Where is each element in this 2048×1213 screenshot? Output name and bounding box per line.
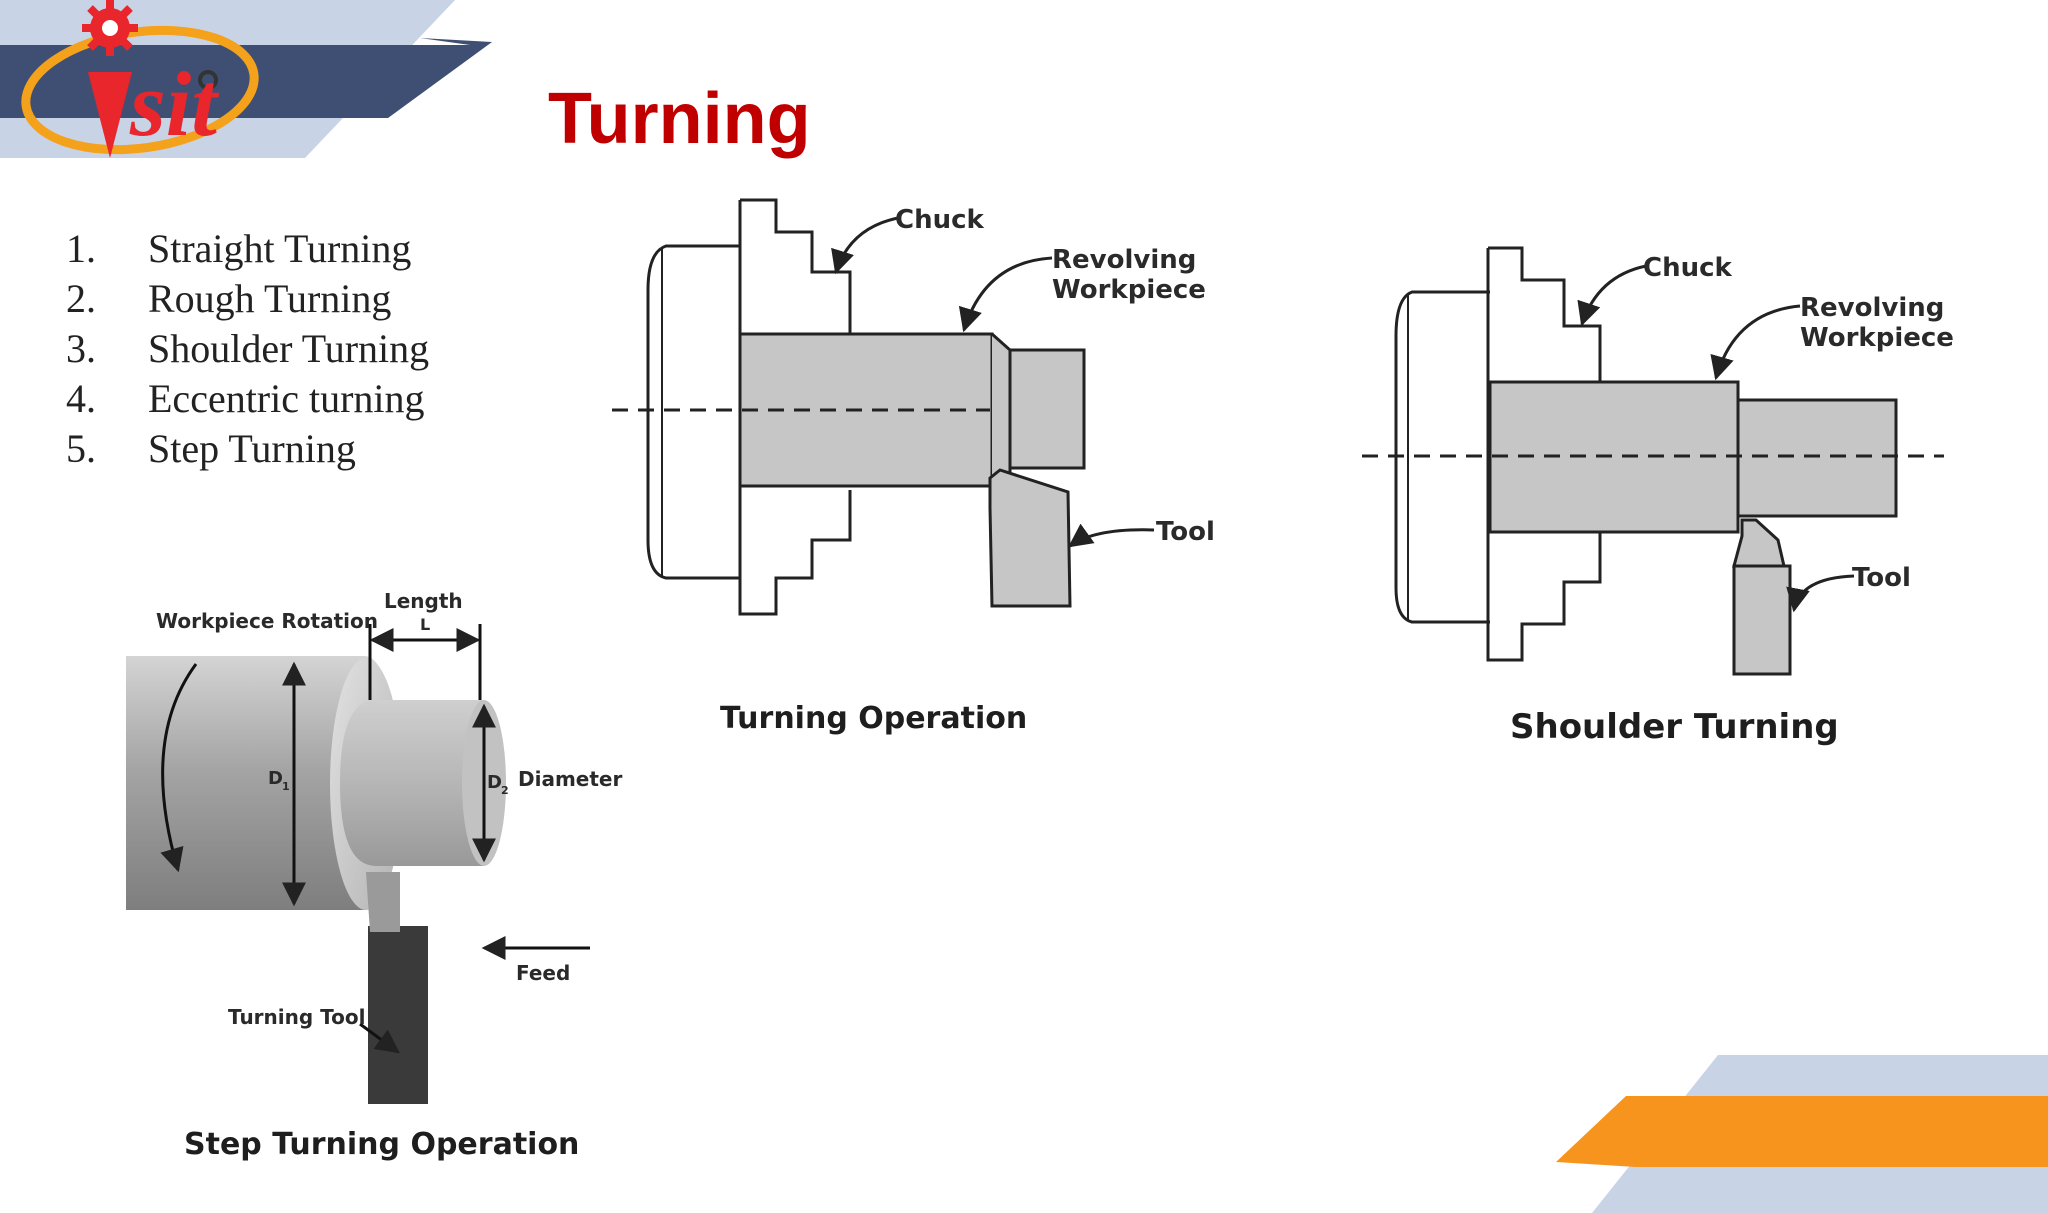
list-number: 3. — [66, 326, 96, 371]
turning-types-list: 1. Straight Turning 2. Rough Turning 3. Sho… — [66, 224, 429, 474]
list-item: 5. Step Turning — [66, 424, 429, 474]
step-rotation-label: Workpiece Rotation — [156, 609, 378, 633]
step-turning-diagram — [126, 624, 590, 1104]
shoulder-caption: Shoulder Turning — [1510, 707, 1839, 747]
list-text: Eccentric turning — [148, 376, 425, 421]
shoulder-workpiece-label-1: Revolving — [1800, 293, 1944, 323]
turning-chuck-label: Chuck — [895, 205, 985, 235]
page-title: Turning — [548, 79, 811, 159]
list-item: 4. Eccentric turning — [66, 374, 429, 424]
step-d2-sub: 2 — [501, 784, 509, 797]
logo-wordmark: sit — [130, 53, 217, 155]
shoulder-chuck-label: Chuck — [1643, 253, 1733, 283]
step-diameter-label: Diameter — [518, 767, 622, 791]
list-item: 2. Rough Turning — [66, 274, 429, 324]
turning-caption: Turning Operation — [720, 701, 1027, 736]
step-feed-label: Feed — [516, 961, 570, 985]
step-length-symbol: L — [420, 615, 430, 634]
step-length-label: Length — [384, 589, 463, 613]
list-text: Straight Turning — [148, 226, 412, 271]
bottom-banner — [1556, 1055, 2048, 1213]
turning-workpiece-label-2: Workpiece — [1052, 275, 1206, 305]
shoulder-turning-diagram — [1362, 246, 1944, 676]
list-number: 4. — [66, 376, 96, 421]
small-gear-icon — [198, 70, 218, 90]
step-tool-label: Turning Tool — [228, 1005, 365, 1029]
step-d1-sub: 1 — [282, 780, 290, 793]
list-number: 5. — [66, 426, 96, 471]
gear-icon — [82, 0, 138, 56]
list-item: 1. Straight Turning — [66, 224, 429, 274]
step-d1-label: D — [268, 768, 283, 789]
turning-tool-label: Tool — [1156, 517, 1215, 547]
list-item: 3. Shoulder Turning — [66, 324, 429, 374]
top-banner — [0, 0, 492, 158]
list-number: 2. — [66, 276, 96, 321]
list-text: Shoulder Turning — [148, 326, 430, 371]
step-caption: Step Turning Operation — [184, 1127, 579, 1162]
list-text: Step Turning — [148, 426, 356, 471]
turning-operation-diagram — [612, 198, 1155, 616]
list-number: 1. — [66, 226, 96, 271]
logo — [21, 0, 259, 158]
shoulder-workpiece-label-2: Workpiece — [1800, 323, 1954, 353]
list-text: Rough Turning — [148, 276, 392, 321]
step-d2-label: D — [487, 772, 502, 793]
shoulder-tool-label: Tool — [1852, 563, 1911, 593]
turning-workpiece-label-1: Revolving — [1052, 245, 1196, 275]
